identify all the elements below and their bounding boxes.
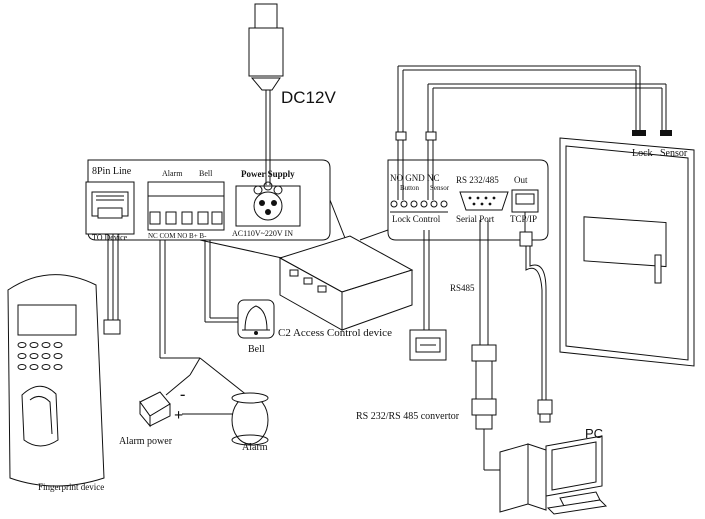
minus-sign: - — [180, 386, 185, 403]
eight-pin-cable — [103, 234, 121, 335]
convertor-pc-wire — [483, 429, 500, 471]
dc12v-adapter — [248, 3, 284, 185]
terminals-label: NC COM NO B+ B- — [148, 232, 207, 240]
c2-device-box — [278, 235, 414, 331]
convertor-label: RS 232/RS 485 convertor — [356, 411, 460, 422]
power-supply-label: Power Supply — [241, 169, 295, 179]
alarm-power-label: Alarm power — [119, 436, 173, 447]
alarm-wiring — [159, 240, 249, 415]
exit-button-wiring — [423, 230, 430, 330]
fingerprint-device-label: Fingerprint device — [38, 482, 104, 492]
io-panel — [387, 159, 549, 241]
no-gnd-nc-label: NO GND NC — [390, 173, 440, 183]
pc — [499, 435, 608, 515]
controller-panel — [87, 159, 331, 241]
power-socket — [235, 181, 301, 227]
alarm-label: Alarm — [162, 169, 183, 178]
button-label: Button — [400, 184, 420, 192]
db9-port — [459, 191, 509, 211]
rs-convertor — [471, 344, 497, 430]
alarm-power-adapter — [139, 391, 171, 428]
pc-label: PC — [585, 426, 603, 441]
rs485-wiring — [479, 220, 489, 345]
door-sensor-label: Sensor — [660, 148, 688, 159]
bell-device — [237, 299, 275, 339]
callout-line — [359, 229, 389, 241]
lock-terminals — [390, 200, 448, 213]
door-lock-label: Lock — [632, 148, 653, 159]
to-device-label: TO Device — [92, 233, 128, 242]
alarm-siren — [231, 392, 269, 446]
ac-input-label: AC110V~220V IN — [232, 229, 293, 238]
out-label: Out — [514, 175, 528, 185]
door — [559, 130, 695, 367]
fingerprint-device — [7, 274, 105, 487]
terminal-block — [147, 181, 225, 231]
keypad — [17, 342, 63, 370]
rs485-label: RS485 — [450, 283, 475, 293]
rs232-485-label: RS 232/485 — [456, 175, 499, 185]
tcp-ip-cable — [519, 212, 553, 423]
callout-line — [329, 199, 346, 239]
eight-pin-line-label: 8Pin Line — [92, 166, 132, 177]
rj45-port-right — [511, 189, 539, 213]
lock-sensor-wires — [395, 65, 667, 200]
bell-wiring — [204, 240, 240, 323]
exit-button — [409, 329, 447, 361]
plus-sign: + — [174, 407, 183, 424]
sensor-label-panel: Sensor — [430, 184, 450, 192]
dc12v-label: DC12V — [281, 88, 336, 107]
alarm-device-label: Alarm — [242, 442, 268, 453]
bell-device-label: Bell — [248, 344, 265, 355]
serial-port-label: Serial Port — [456, 214, 495, 224]
c2-device-label: C2 Access Control device — [278, 327, 392, 339]
rj45-port-left — [85, 181, 135, 235]
tcp-ip-label: TCP/IP — [510, 214, 537, 224]
callout-line — [199, 239, 283, 259]
lock-control-label: Lock Control — [392, 214, 441, 224]
bell-label: Bell — [199, 169, 213, 178]
